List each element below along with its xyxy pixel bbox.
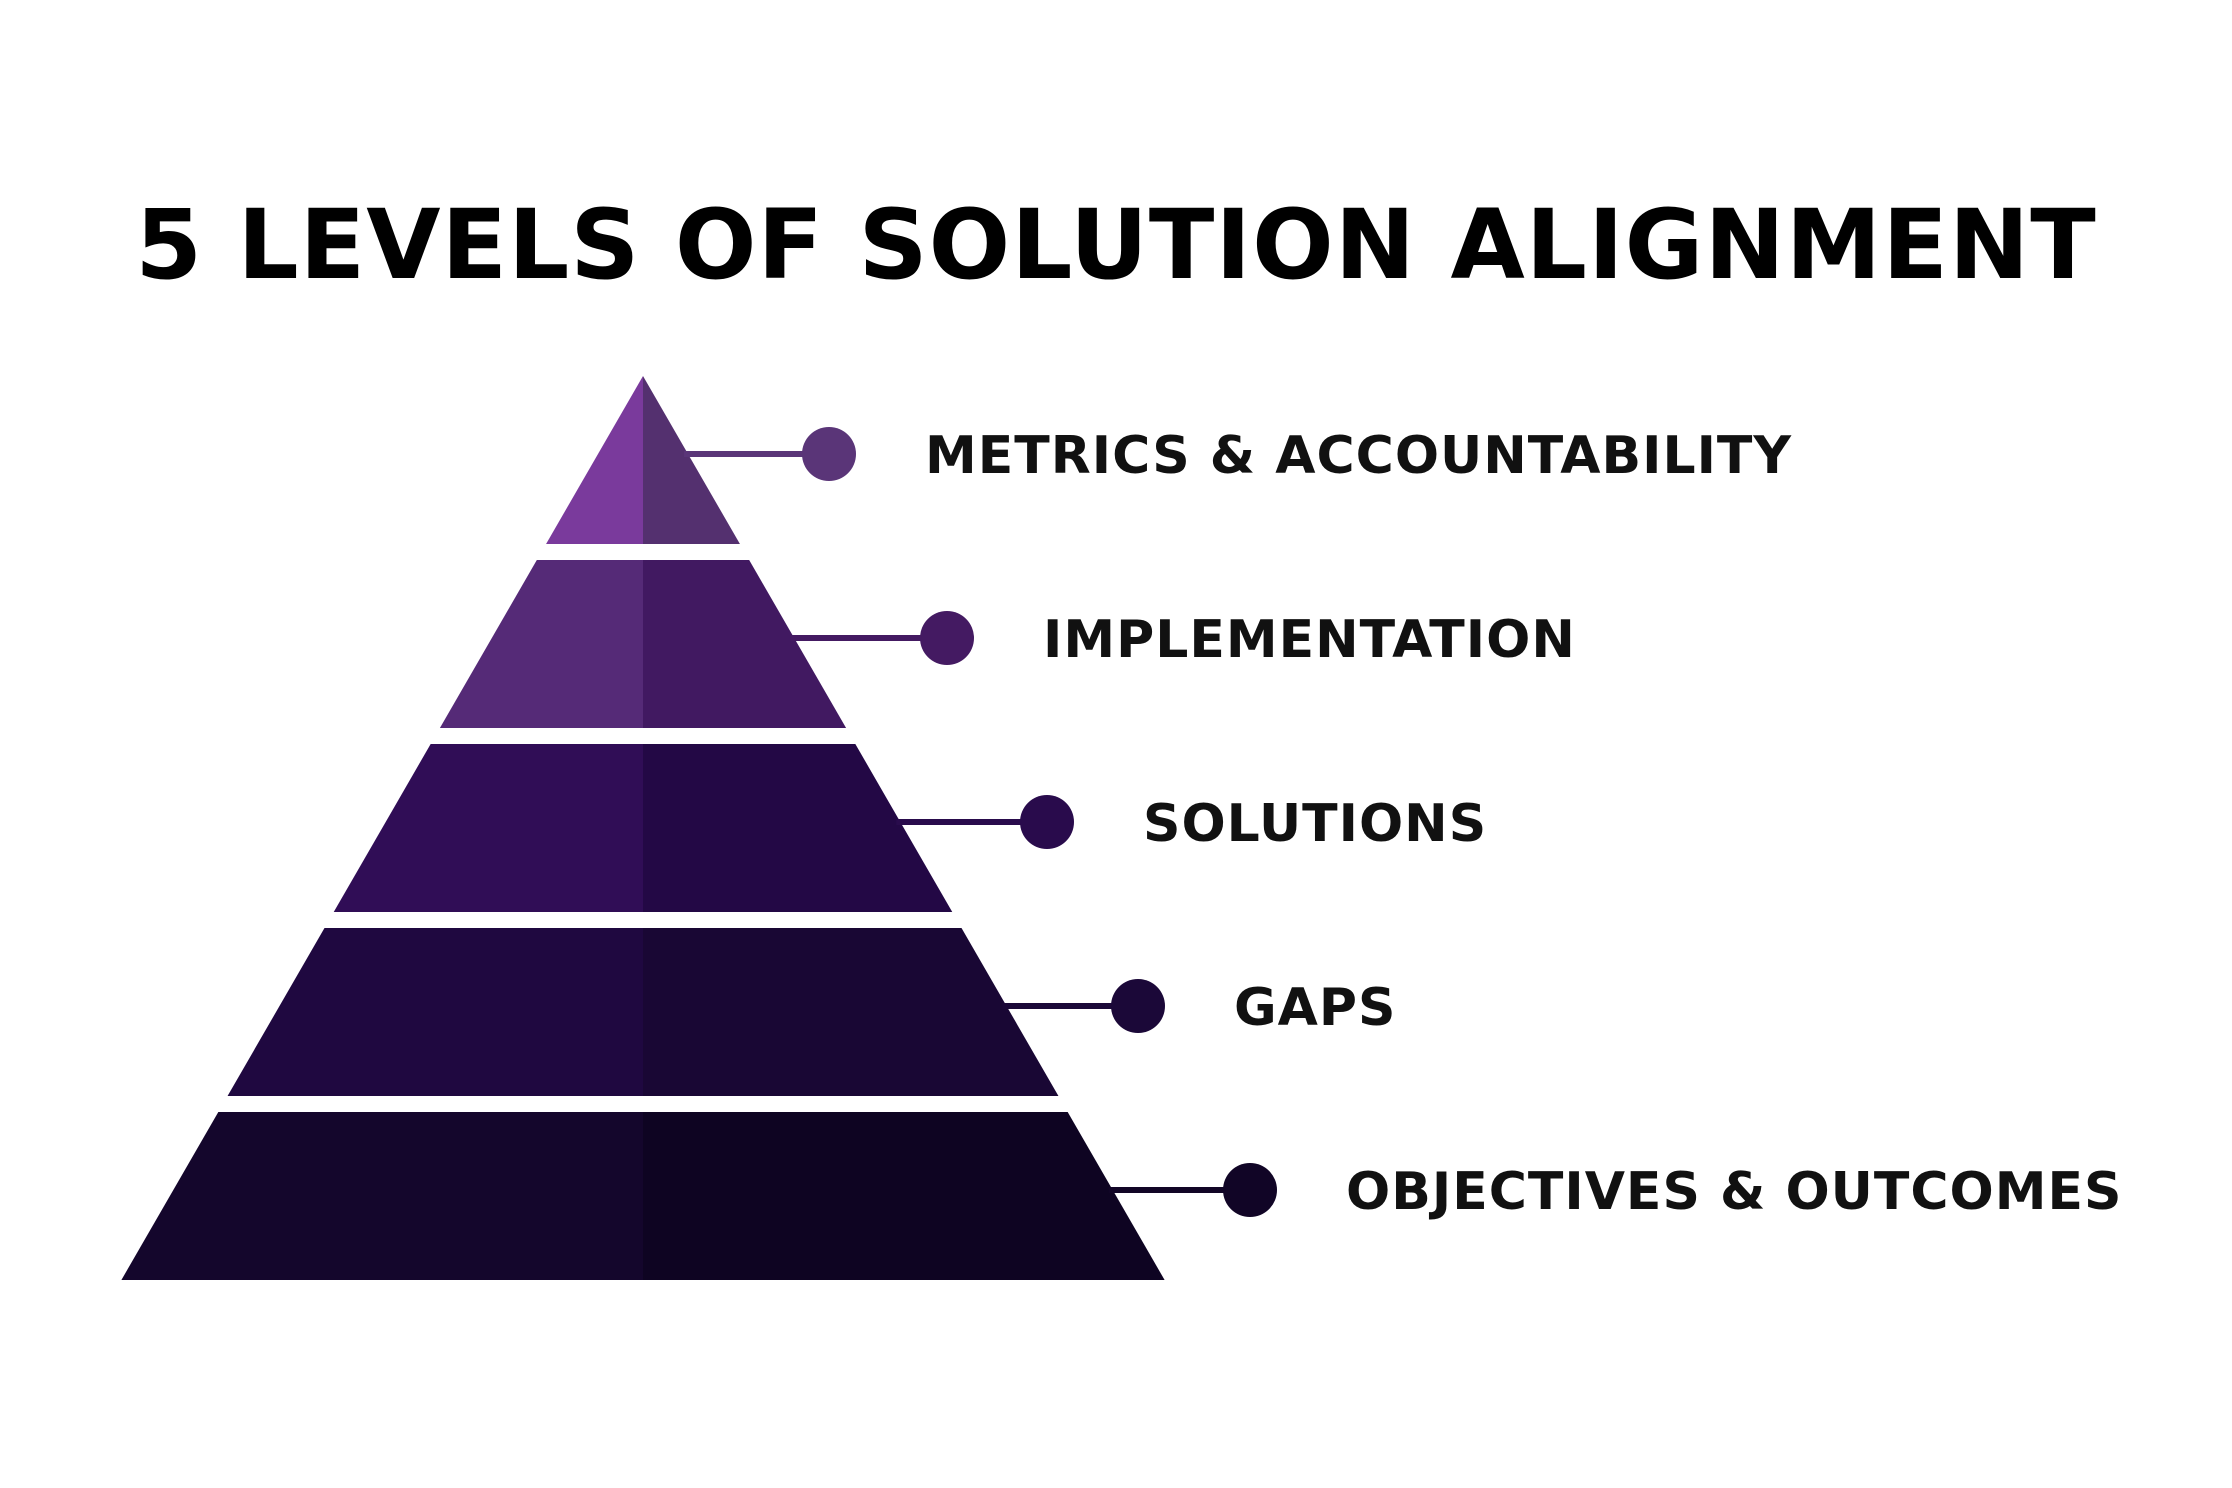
level-label-1: METRICS & ACCOUNTABILITY xyxy=(925,426,1792,486)
level-label-4: GAPS xyxy=(1234,978,1397,1038)
pyramid-tier-1: METRICS & ACCOUNTABILITY xyxy=(546,376,1792,544)
pyramid-tier-4: GAPS xyxy=(227,928,1397,1096)
pyramid-tier-3: SOLUTIONS xyxy=(333,744,1487,912)
tier-left-face xyxy=(227,928,643,1096)
pyramid-levels: METRICS & ACCOUNTABILITY IMPLEMENTATION SO… xyxy=(121,376,2122,1280)
tier-right-face xyxy=(643,744,953,912)
tier-right-face xyxy=(643,928,1059,1096)
tier-left-face xyxy=(333,744,643,912)
tier-right-face xyxy=(643,376,740,544)
diagram-title: 5 LEVELS OF SOLUTION ALIGNMENT xyxy=(135,189,2097,301)
connector-dot xyxy=(1223,1163,1277,1217)
level-label-3: SOLUTIONS xyxy=(1143,794,1487,854)
connector-dot xyxy=(1111,979,1165,1033)
pyramid-tier-5: OBJECTIVES & OUTCOMES xyxy=(121,1112,2122,1280)
pyramid-tier-2: IMPLEMENTATION xyxy=(439,560,1576,728)
tier-right-face xyxy=(643,1112,1165,1280)
tier-left-face xyxy=(439,560,643,728)
tier-left-face xyxy=(121,1112,644,1280)
connector-dot xyxy=(802,427,856,481)
level-label-5: OBJECTIVES & OUTCOMES xyxy=(1346,1162,2122,1222)
connector-dot xyxy=(920,611,974,665)
tier-right-face xyxy=(643,560,847,728)
tier-left-face xyxy=(546,376,643,544)
level-label-2: IMPLEMENTATION xyxy=(1043,610,1576,670)
connector-dot xyxy=(1020,795,1074,849)
